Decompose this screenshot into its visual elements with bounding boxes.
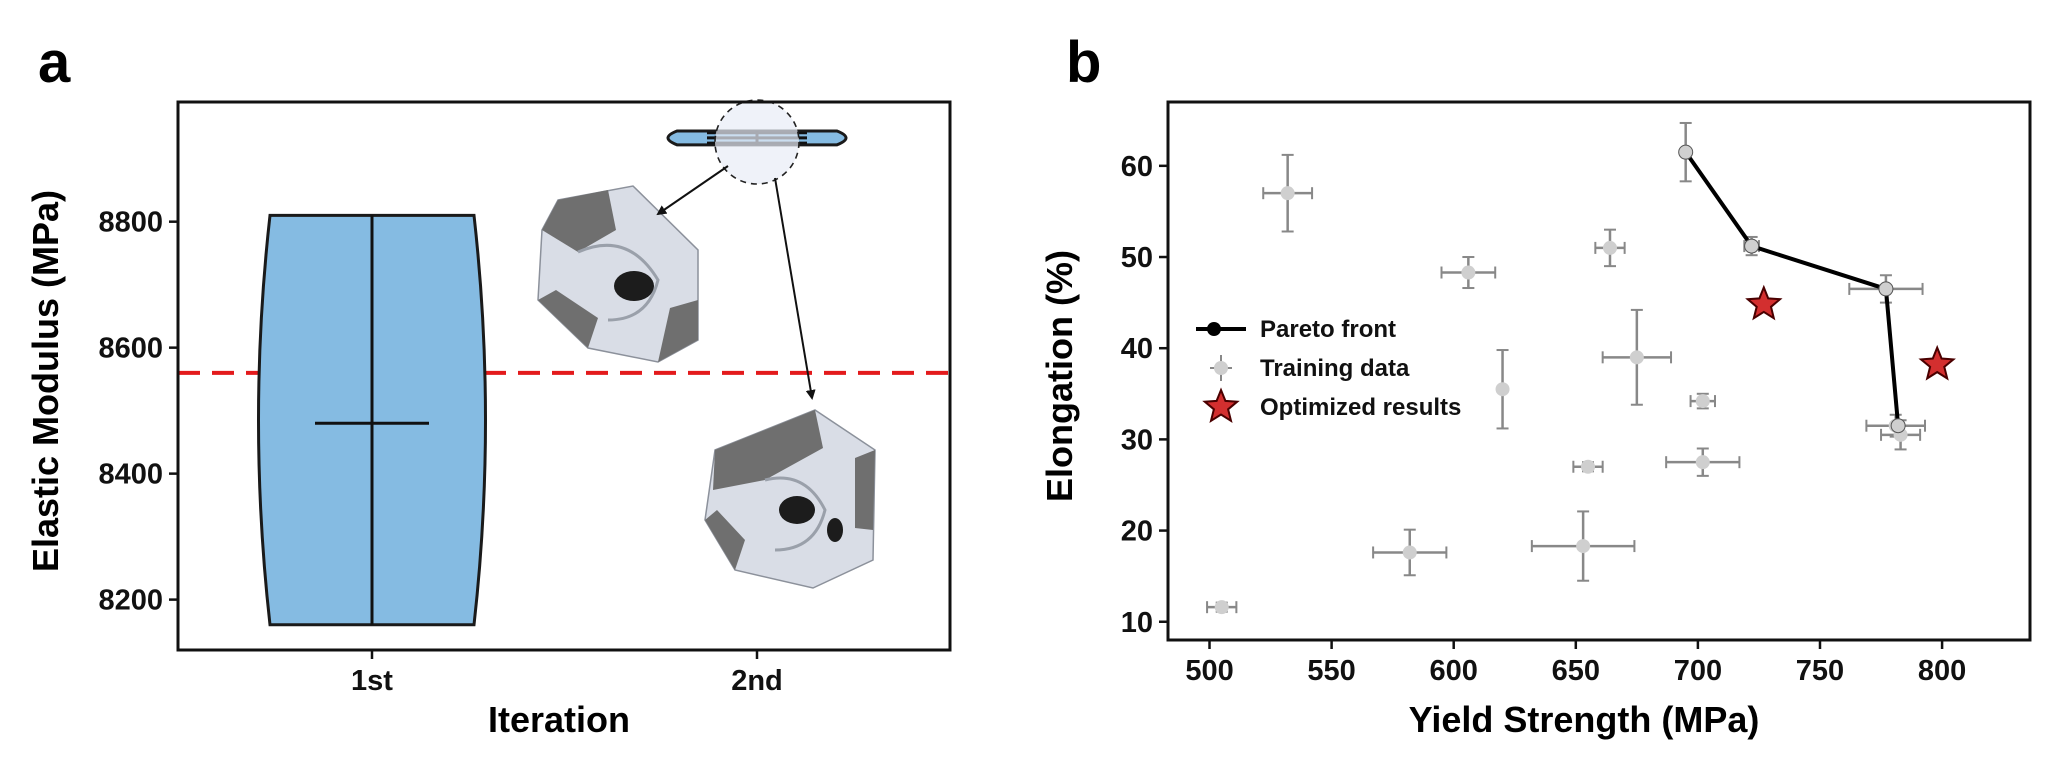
pareto-front-points [1678, 144, 1906, 434]
y-tick-label: 20 [1121, 516, 1153, 548]
y-tick-label: 8400 [98, 459, 163, 491]
training-point [1695, 394, 1710, 409]
x-tick-label: 750 [1796, 655, 1844, 687]
x-tick-label: 1st [351, 665, 393, 697]
scatter-chart: 500 550 600 650 700 750 800 10 20 30 40 50 60 Elonga… [1039, 100, 2032, 740]
panel-a-letter: a [38, 30, 71, 95]
legend-training-marker [1214, 361, 1228, 375]
training-point [1581, 459, 1596, 474]
panel-a-axes: 8200 8400 8600 8800 1st 2nd [98, 207, 782, 697]
training-point [1695, 455, 1710, 470]
zoom-circle [714, 99, 800, 185]
x-tick-label: 700 [1674, 655, 1722, 687]
x-axis-label: Yield Strength (MPa) [1409, 699, 1760, 740]
training-point [1461, 265, 1476, 280]
legend-pareto-marker [1207, 322, 1221, 336]
y-tick-label: 8200 [98, 585, 163, 617]
y-axis-label: Elastic Modulus (MPa) [25, 190, 66, 572]
y-tick-label: 10 [1121, 607, 1153, 639]
training-point [1280, 186, 1295, 201]
optimized-star [1918, 344, 1956, 381]
pareto-point [1678, 144, 1694, 160]
lattice-structure-1-icon [537, 185, 699, 363]
optimized-stars [1745, 284, 1956, 381]
violin-chart: 8200 8400 8600 8800 1st 2nd Elastic Modulus (… [25, 99, 952, 740]
x-axis-label: Iteration [488, 699, 630, 740]
y-tick-label: 50 [1121, 242, 1153, 274]
pareto-point [1890, 418, 1906, 434]
training-point [1602, 240, 1617, 255]
lattice-structure-2-icon [704, 409, 876, 589]
panel-b-frame [1166, 100, 2032, 642]
legend-label-training: Training data [1260, 355, 1410, 382]
x-tick-label: 500 [1185, 655, 1233, 687]
arrow-to-lattice-2 [774, 177, 816, 400]
legend-label-optimized: Optimized results [1260, 394, 1461, 421]
training-point [1214, 600, 1229, 615]
pareto-front-line [1684, 151, 1901, 426]
x-tick-label: 650 [1552, 655, 1600, 687]
x-tick-label: 550 [1307, 655, 1355, 687]
training-point [1629, 350, 1644, 365]
pareto-point [1744, 238, 1760, 254]
y-tick-label: 8600 [98, 333, 163, 365]
optimized-star [1745, 284, 1783, 321]
legend-label-pareto: Pareto front [1260, 316, 1396, 343]
x-tick-label: 2nd [731, 665, 783, 697]
panel-b-letter: b [1066, 30, 1101, 95]
training-point [1576, 539, 1591, 554]
training-point [1402, 545, 1417, 560]
y-tick-label: 30 [1121, 424, 1153, 456]
panel-b-axes: 500 550 600 650 700 750 800 10 20 30 40 50 60 [1121, 151, 1967, 687]
y-tick-label: 8800 [98, 207, 163, 239]
x-tick-label: 800 [1918, 655, 1966, 687]
training-point [1495, 382, 1510, 397]
inset-group [537, 99, 876, 589]
panel-a-frame [176, 100, 952, 652]
y-axis-label: Elongation (%) [1039, 250, 1080, 502]
pareto-point [1878, 281, 1894, 297]
y-tick-label: 60 [1121, 151, 1153, 183]
x-tick-label: 600 [1430, 655, 1478, 687]
legend-optimized-marker [1202, 387, 1240, 423]
arrow-to-lattice-1 [656, 165, 729, 216]
y-tick-label: 40 [1121, 333, 1153, 365]
